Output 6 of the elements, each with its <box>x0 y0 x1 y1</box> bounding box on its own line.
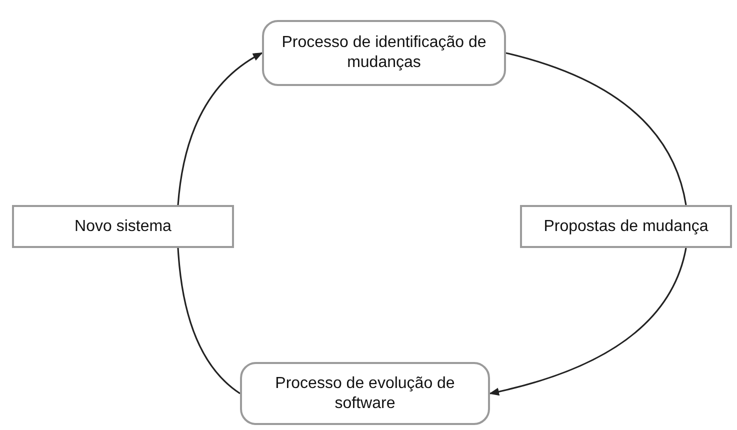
state-box: Propostas de mudança <box>520 205 732 248</box>
process-box: Processo de identificação de mudanças <box>262 20 506 86</box>
arrow <box>489 248 687 396</box>
state-box: Novo sistema <box>12 205 234 248</box>
process-box: Processo de evolução de software <box>240 362 490 425</box>
arrow <box>177 52 263 206</box>
